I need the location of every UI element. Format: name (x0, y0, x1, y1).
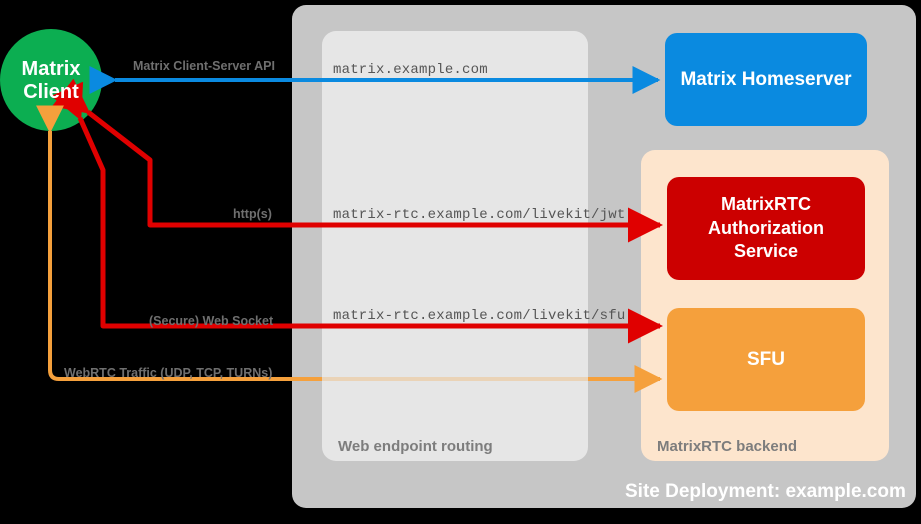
connection-webrtc[interactable] (36, 105, 663, 393)
web-endpoint-routing-label: Web endpoint routing (338, 438, 493, 455)
connection-label-webrtc: WebRTC Traffic (UDP, TCP, TURNs) (64, 366, 273, 380)
connection-websocket[interactable] (51, 81, 663, 344)
endpoint-livekit-sfu: matrix-rtc.example.com/livekit/sfu (333, 308, 626, 324)
connection-label-websocket: (Secure) Web Socket (149, 314, 274, 328)
matrixrtc-backend-label: MatrixRTC backend (657, 438, 798, 455)
endpoint-matrix-host: matrix.example.com (333, 62, 488, 78)
connection-label-https: http(s) (233, 207, 272, 221)
connection-label-cs-api: Matrix Client-Server API (133, 59, 275, 73)
matrixrtc-auth-service-node[interactable] (667, 177, 865, 280)
endpoint-livekit-jwt: matrix-rtc.example.com/livekit/jwt (333, 207, 626, 223)
matrix-client-node[interactable] (0, 29, 102, 131)
site-deployment-label: Site Deployment: example.com (625, 481, 906, 502)
web-endpoint-routing-container (322, 31, 588, 461)
matrix-homeserver-node[interactable] (665, 33, 867, 126)
sfu-node[interactable] (667, 308, 865, 411)
